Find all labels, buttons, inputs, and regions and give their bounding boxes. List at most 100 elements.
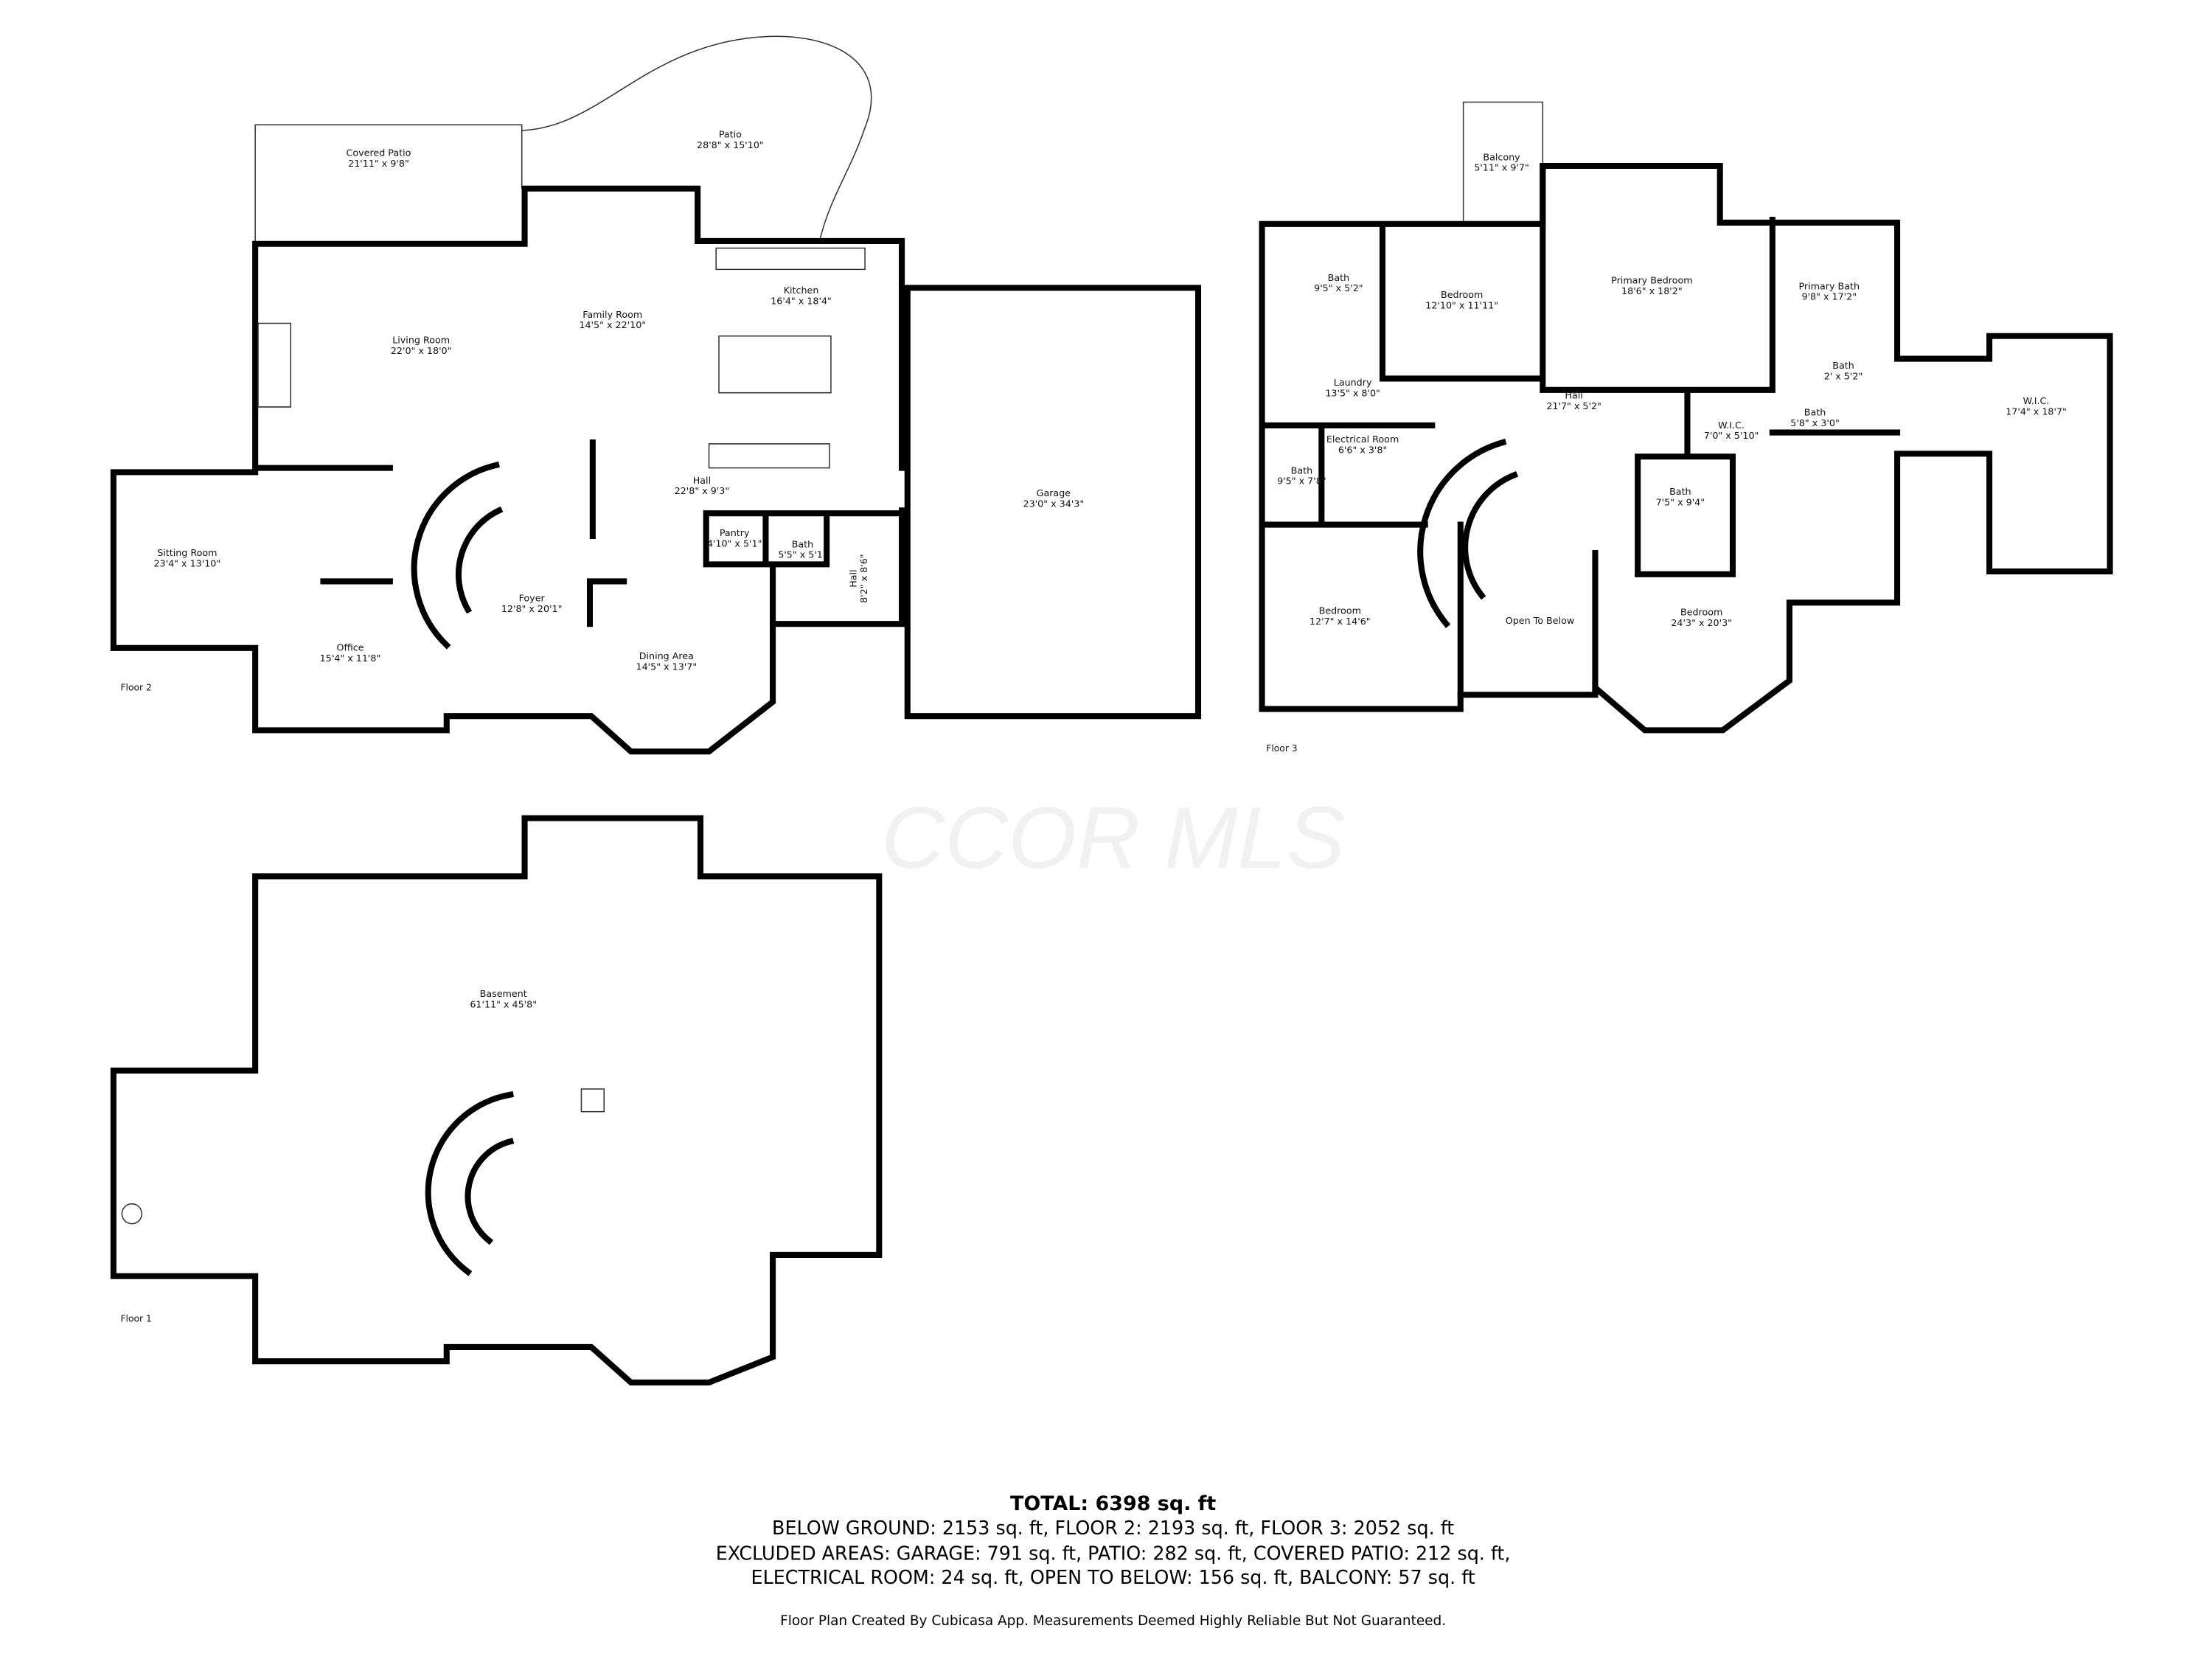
room-dimensions: 12'8" x 20'1": [501, 603, 563, 614]
room-label: Hall8'2" x 8'6": [848, 554, 869, 603]
floor-2-label: Floor 2: [120, 683, 151, 693]
room-name: Open To Below: [1506, 615, 1574, 626]
patio-outline: [521, 35, 872, 242]
area-summary-line-3: ELECTRICAL ROOM: 24 sq. ft, OPEN TO BELO…: [751, 1566, 1475, 1588]
basement-staircase: [425, 1091, 515, 1276]
area-summary-line-2: EXCLUDED AREAS: GARAGE: 791 sq. ft, PATI…: [716, 1542, 1511, 1564]
floor-1-label: Floor 1: [120, 1313, 151, 1324]
room-name: Kitchen: [784, 285, 819, 296]
room-dimensions: 14'5" x 13'7": [636, 661, 698, 672]
room-dimensions: 21'7" x 5'2": [1546, 400, 1601, 411]
room-dimensions: 5'5" x 5'1": [778, 549, 827, 560]
room-dimensions: 12'7" x 14'6": [1310, 616, 1371, 627]
floor-3-label: Floor 3: [1266, 743, 1297, 754]
room-dimensions: 15'4" x 11'8": [320, 653, 381, 664]
room-name: Primary Bath: [1798, 280, 1860, 291]
interior-walls: [320, 439, 905, 627]
support-post: [580, 1088, 605, 1113]
basement-walls: [110, 815, 883, 1386]
room-dimensions: 61'11" x 45'8": [470, 998, 537, 1009]
room-dimensions: 2' x 5'2": [1824, 370, 1863, 381]
room-dimensions: 16'4" x 18'4": [771, 296, 832, 307]
floor-3-plan: [1259, 101, 2113, 734]
room-dimensions: 23'0" x 34'3": [1023, 498, 1085, 509]
room-name: Sitting Room: [157, 547, 217, 558]
covered-patio-outline: [254, 124, 523, 244]
room-name: Laundry: [1334, 377, 1372, 388]
sitting-room-walls: [110, 469, 905, 755]
room-label: W.I.C.17'4" x 18'7": [2006, 395, 2067, 417]
room-name: Hall: [848, 569, 859, 587]
area-summary-line-1: BELOW GROUND: 2153 sq. ft, FLOOR 2: 2193…: [772, 1517, 1454, 1539]
room-name: Patio: [719, 129, 742, 140]
room-name: Bedroom: [1680, 607, 1722, 618]
floor-2-plan: [110, 35, 1202, 755]
room-dimensions: 21'11" x 9'8": [348, 158, 409, 169]
total-area: TOTAL: 6398 sq. ft: [1010, 1492, 1216, 1515]
electric-panel-icon: [121, 1203, 143, 1225]
room-dimensions: 12'10" x 11'11": [1425, 299, 1498, 310]
room-name: Covered Patio: [347, 147, 411, 159]
room-name: Hall: [1565, 389, 1582, 400]
room-name: W.I.C.: [1718, 420, 1745, 431]
fireplace: [257, 322, 291, 408]
room-dimensions: 8'2" x 8'6": [858, 554, 869, 603]
room-name: Bath: [1328, 272, 1350, 283]
room-dimensions: 22'8" x 9'3": [675, 485, 730, 496]
room-dimensions: 17'4" x 18'7": [2006, 406, 2067, 417]
room-name: Bedroom: [1319, 605, 1361, 616]
room-dimensions: 6'6" x 3'8": [1338, 444, 1388, 455]
room-label: W.I.C.7'0" x 5'10": [1704, 420, 1759, 441]
room-name: Family Room: [582, 309, 642, 320]
room-name: Basement: [480, 988, 527, 999]
kitchen-island: [708, 247, 866, 469]
room-dimensions: 23'4" x 13'10": [153, 557, 220, 568]
room-name: Bedroom: [1441, 289, 1483, 300]
room-dimensions: 14'5" x 22'10": [579, 319, 646, 330]
room-dimensions: 5'8" x 3'0": [1790, 417, 1840, 428]
floor-3-interior-walls: [1259, 162, 1901, 698]
room-name: Bath: [1669, 486, 1691, 497]
room-name: Living Room: [392, 334, 450, 345]
disclaimer: Floor Plan Created By Cubicasa App. Meas…: [780, 1613, 1446, 1629]
room-name: Foyer: [519, 592, 546, 603]
room-dimensions: 9'5" x 5'2": [1314, 282, 1363, 293]
room-name: Bath: [1291, 465, 1313, 476]
room-dimensions: 18'6" x 18'2": [1621, 285, 1683, 296]
room-dimensions: 13'5" x 8'0": [1325, 388, 1380, 399]
room-dimensions: 9'8" x 17'2": [1801, 291, 1857, 302]
room-name: Primary Bedroom: [1611, 275, 1692, 286]
room-label: Open To Below: [1506, 615, 1574, 626]
room-name: Office: [336, 642, 364, 653]
room-name: Balcony: [1483, 151, 1520, 162]
room-name: Hall: [693, 475, 711, 486]
floor-1-plan: [110, 815, 883, 1386]
garage-walls: [904, 285, 1202, 720]
room-dimensions: 28'8" x 15'10": [697, 139, 764, 150]
room-dimensions: 22'0" x 18'0": [391, 345, 452, 356]
